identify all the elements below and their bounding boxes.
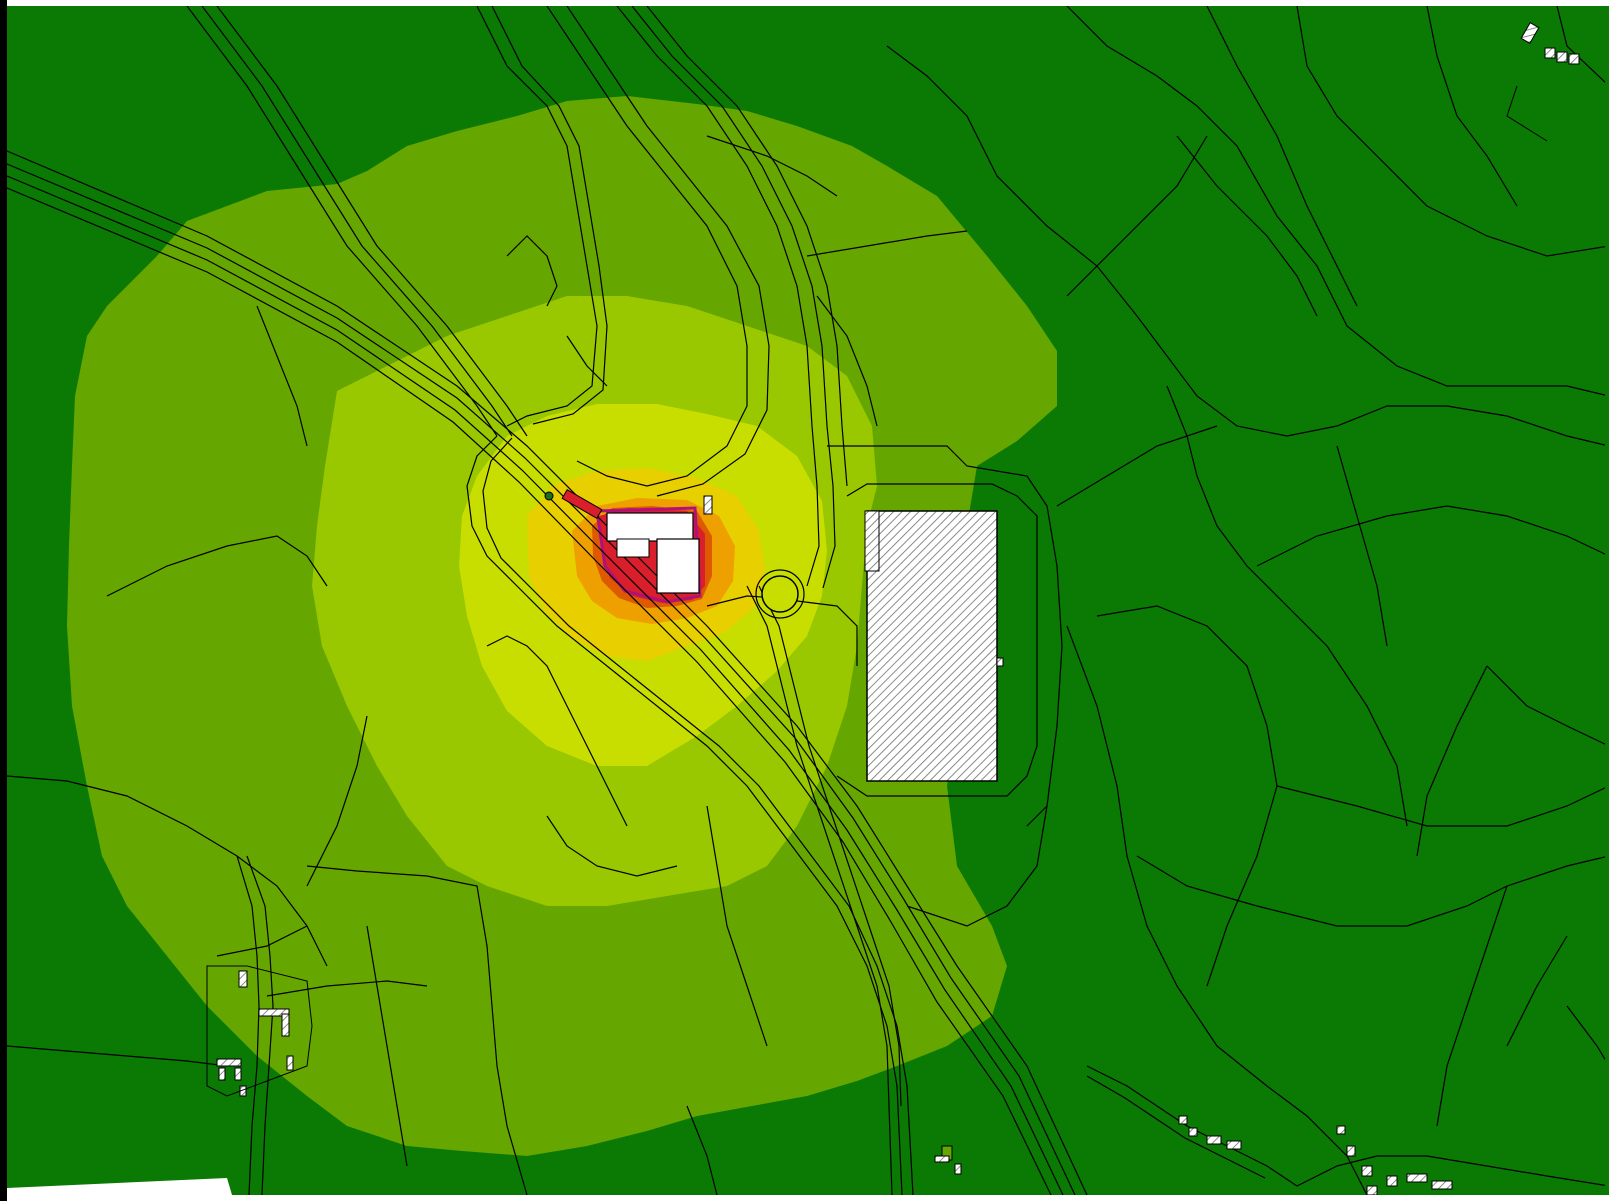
map-canvas[interactable] [7,6,1609,1195]
village-southwest [206,965,313,1097]
bottom-margin [7,1178,232,1195]
noise-source-building[interactable] [606,512,700,594]
warehouse-annex [864,510,880,572]
road-network [7,6,1609,1195]
roundabout-outer-ring [755,569,805,619]
source-tanks [544,488,603,520]
map-left-border [0,0,7,1201]
village-south [934,1145,962,1175]
village-southeast [1178,1115,1453,1195]
source-annex [703,495,713,515]
roundabout [761,575,799,613]
source-site-outline [595,506,702,604]
warehouse-sidecar [996,657,1004,667]
noise-map-svg[interactable] [7,6,1609,1195]
top-margin [0,0,1609,6]
village-northeast [1506,22,1580,142]
hatched-warehouse[interactable] [866,510,998,782]
right-edge [1605,6,1609,1195]
